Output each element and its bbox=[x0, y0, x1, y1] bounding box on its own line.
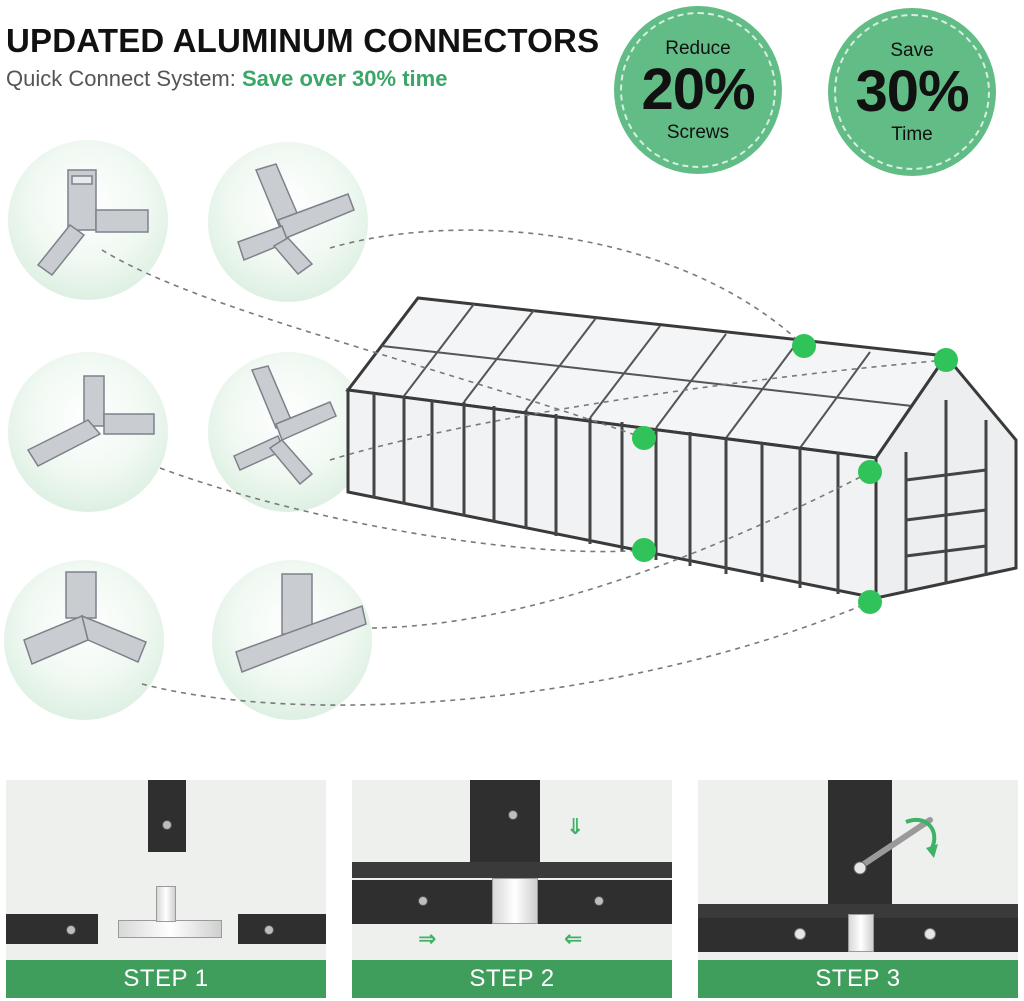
tee-connector bbox=[492, 878, 538, 924]
connection-nodes bbox=[632, 334, 958, 614]
bar-hole bbox=[418, 896, 428, 906]
badge-top-text: Reduce bbox=[665, 38, 731, 59]
screwdriver-rotate-icon bbox=[853, 817, 938, 875]
connector-tee-icon bbox=[235, 573, 367, 673]
badge-bottom-text: Time bbox=[891, 124, 933, 145]
top-rail bbox=[352, 862, 672, 878]
tee-connector-stem bbox=[156, 886, 176, 922]
badge-ring bbox=[620, 12, 776, 168]
subtitle-highlight: Save over 30% time bbox=[241, 66, 448, 91]
tee-connector bbox=[848, 914, 874, 952]
left-bar bbox=[698, 918, 848, 952]
greenhouse-diagram bbox=[101, 229, 1018, 706]
step-1-label: STEP 1 bbox=[6, 960, 326, 998]
arrow-left-icon: ⇐ bbox=[564, 926, 583, 951]
arrow-down-icon: ⇓ bbox=[566, 814, 585, 839]
connector-tee-bottom-right bbox=[212, 560, 372, 720]
badge-percent: 30% bbox=[855, 59, 969, 124]
vertical-bar bbox=[828, 780, 892, 906]
bar-hole bbox=[162, 820, 172, 830]
vertical-bar bbox=[470, 780, 540, 876]
connector-3way-bottom-left bbox=[4, 560, 164, 720]
right-bar bbox=[538, 880, 672, 924]
arrow-right-icon: ⇒ bbox=[418, 926, 437, 951]
step-1-panel: STEP 1 bbox=[6, 780, 326, 998]
top-rail bbox=[698, 904, 1018, 918]
step-2-panel: ⇓ ⇒ ⇐ STEP 2 bbox=[352, 780, 672, 998]
node-dot bbox=[858, 460, 882, 484]
page-subtitle: Quick Connect System: Save over 30% time bbox=[6, 66, 447, 92]
reduce-screws-badge: Reduce 20% Screws bbox=[614, 6, 782, 174]
connector-3way-icon bbox=[23, 571, 147, 666]
connector-3way-top-left bbox=[8, 140, 168, 300]
badge-bottom-text: Screws bbox=[666, 122, 730, 143]
connector-3way-middle-left bbox=[8, 352, 168, 512]
left-bar bbox=[6, 914, 98, 944]
node-dot bbox=[792, 334, 816, 358]
node-dot bbox=[858, 590, 882, 614]
step-3-label: STEP 3 bbox=[698, 960, 1018, 998]
greenhouse-icon bbox=[345, 296, 1018, 600]
right-bar bbox=[874, 918, 1018, 952]
step-2-label: STEP 2 bbox=[352, 960, 672, 998]
vertical-bar bbox=[148, 780, 186, 852]
badge-top-text: Save bbox=[890, 40, 934, 61]
step-3-panel: STEP 3 bbox=[698, 780, 1018, 998]
bar-hole bbox=[264, 925, 274, 935]
badge-ring bbox=[834, 14, 990, 170]
bolt-icon bbox=[794, 928, 806, 940]
connector-cross-icon bbox=[233, 365, 337, 486]
connector-3way-icon bbox=[26, 375, 155, 467]
bolt-icon bbox=[924, 928, 936, 940]
save-time-badge: Save 30% Time bbox=[828, 8, 996, 176]
bar-hole bbox=[508, 810, 518, 820]
bar-hole bbox=[594, 896, 604, 906]
right-bar bbox=[238, 914, 326, 944]
page-title: UPDATED ALUMINUM CONNECTORS bbox=[6, 22, 600, 59]
connector-3way-icon bbox=[36, 169, 149, 277]
tee-connector bbox=[118, 920, 222, 938]
connector-cross-top-right bbox=[208, 142, 368, 302]
leader-lines bbox=[101, 229, 947, 706]
node-dot bbox=[934, 348, 958, 372]
connector-cross-icon bbox=[237, 163, 355, 276]
badge-percent: 20% bbox=[641, 57, 755, 122]
subtitle-prefix: Quick Connect System: bbox=[6, 66, 242, 91]
node-dot bbox=[632, 426, 656, 450]
node-dot bbox=[632, 538, 656, 562]
bar-hole bbox=[66, 925, 76, 935]
connector-cross-middle-right bbox=[208, 352, 368, 512]
